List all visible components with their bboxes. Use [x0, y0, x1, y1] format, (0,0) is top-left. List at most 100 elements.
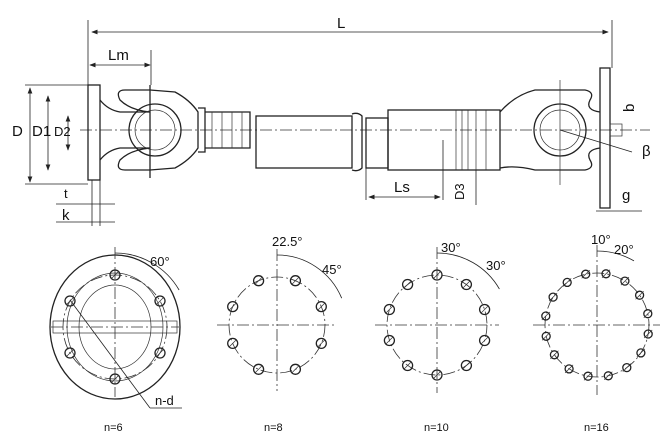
hole-label: n-d	[155, 393, 174, 408]
hole-mark	[620, 276, 630, 286]
hole-mark	[622, 363, 632, 372]
angle-label: 30°	[486, 258, 506, 273]
pattern-labels: 60° n-d n=6 22.5° 45° n=8 30° 30° n=10 1…	[104, 232, 634, 434]
dim-D1: D1	[32, 123, 51, 140]
hole-mark	[291, 276, 300, 285]
bolt-hole	[634, 290, 645, 300]
hole-mark	[403, 280, 412, 289]
bolt-hole	[636, 348, 646, 358]
bolt-hole	[478, 334, 491, 347]
bolt-hole	[541, 311, 551, 321]
hole-mark	[291, 365, 300, 374]
angle-arc	[276, 254, 343, 299]
angle-arc	[596, 250, 635, 262]
hole-mark	[480, 336, 489, 345]
left-spline-sleeve	[198, 107, 251, 153]
hole-mark	[635, 290, 644, 300]
angle-label: 10°	[591, 232, 611, 247]
angle-label: 60°	[150, 254, 170, 269]
bolt-hole	[431, 369, 443, 381]
hole-mark	[564, 364, 574, 374]
hole-mark	[110, 270, 120, 280]
right-yoke	[499, 89, 560, 171]
bolt-hole	[252, 275, 265, 287]
hole-leader	[69, 299, 151, 409]
hole-mark	[254, 276, 263, 285]
bolt-hole	[583, 371, 593, 381]
hole-mark	[317, 302, 326, 311]
dim-beta: β	[642, 143, 651, 160]
bolt-hole	[227, 300, 239, 313]
hole-mark	[562, 278, 572, 287]
hole-mark	[541, 311, 551, 321]
angle-label: 45°	[322, 262, 342, 277]
bolt-hole	[154, 347, 166, 359]
bolt-hole	[564, 364, 574, 374]
hole-mark	[636, 348, 646, 358]
shaft-tube	[255, 115, 353, 169]
hole-mark	[601, 269, 611, 279]
dim-b: b	[621, 104, 638, 112]
hole-mark	[385, 336, 394, 345]
bolt-hole	[549, 350, 560, 360]
left-cross-bearing	[128, 103, 182, 157]
bolt-hole	[154, 295, 166, 307]
bolt-hole	[252, 363, 265, 375]
bolt-hole	[541, 331, 551, 341]
bolt-hole	[603, 371, 613, 381]
bolt-hole	[431, 269, 443, 281]
angle-label: 30°	[441, 240, 461, 255]
bolt-hole	[478, 303, 491, 316]
left-flange	[87, 84, 101, 181]
dim-L: L	[337, 15, 345, 32]
bolt-hole	[315, 300, 327, 313]
caption-n10: n=10	[424, 422, 449, 434]
bolt-hole	[383, 334, 396, 347]
hole-mark	[643, 309, 653, 318]
hole-mark	[110, 374, 120, 384]
hole-mark	[155, 348, 165, 358]
hole-mark	[480, 305, 489, 314]
hole-mark	[432, 370, 442, 380]
hole-mark	[228, 302, 237, 311]
dim-t: t	[64, 186, 68, 201]
bolt-hole	[64, 347, 76, 359]
dim-k: k	[62, 207, 70, 224]
dim-Lm: Lm	[108, 47, 129, 64]
hole-mark	[583, 371, 593, 381]
bolt-hole	[643, 329, 653, 339]
dim-D3: D3	[452, 183, 467, 200]
bolt-hole	[581, 269, 591, 279]
bolt-hole	[109, 269, 121, 281]
angle-arc	[436, 252, 500, 290]
bolt-hole	[643, 309, 653, 319]
hole-mark	[65, 348, 75, 358]
hole-mark	[550, 350, 559, 360]
hole-mark	[65, 296, 75, 306]
bolt-hole	[289, 363, 302, 375]
hole-mark	[155, 296, 165, 306]
flange-patterns	[49, 245, 660, 409]
right-flange	[599, 67, 611, 209]
bolt-hole	[622, 362, 632, 373]
angle-arc	[114, 252, 180, 291]
caption-n8: n=8	[264, 422, 283, 434]
bolt-hole	[620, 276, 630, 286]
dim-g: g	[622, 187, 630, 204]
bolt-hole	[548, 292, 558, 302]
bolt-hole	[64, 295, 76, 307]
hole-mark	[462, 361, 471, 370]
right-spline-sleeve	[387, 109, 501, 171]
bolt-hole	[227, 337, 239, 350]
bolt-hole	[460, 359, 473, 372]
angle-label: 20°	[614, 242, 634, 257]
hole-mark	[548, 292, 558, 302]
hole-mark	[254, 365, 263, 374]
bolt-hole	[401, 359, 414, 372]
dim-Ls: Ls	[394, 179, 410, 196]
hole-mark	[432, 270, 442, 280]
bolt-hole	[315, 337, 327, 350]
hole-mark	[385, 305, 394, 314]
caption-n6: n=6	[104, 422, 123, 434]
hole-mark	[541, 332, 551, 341]
